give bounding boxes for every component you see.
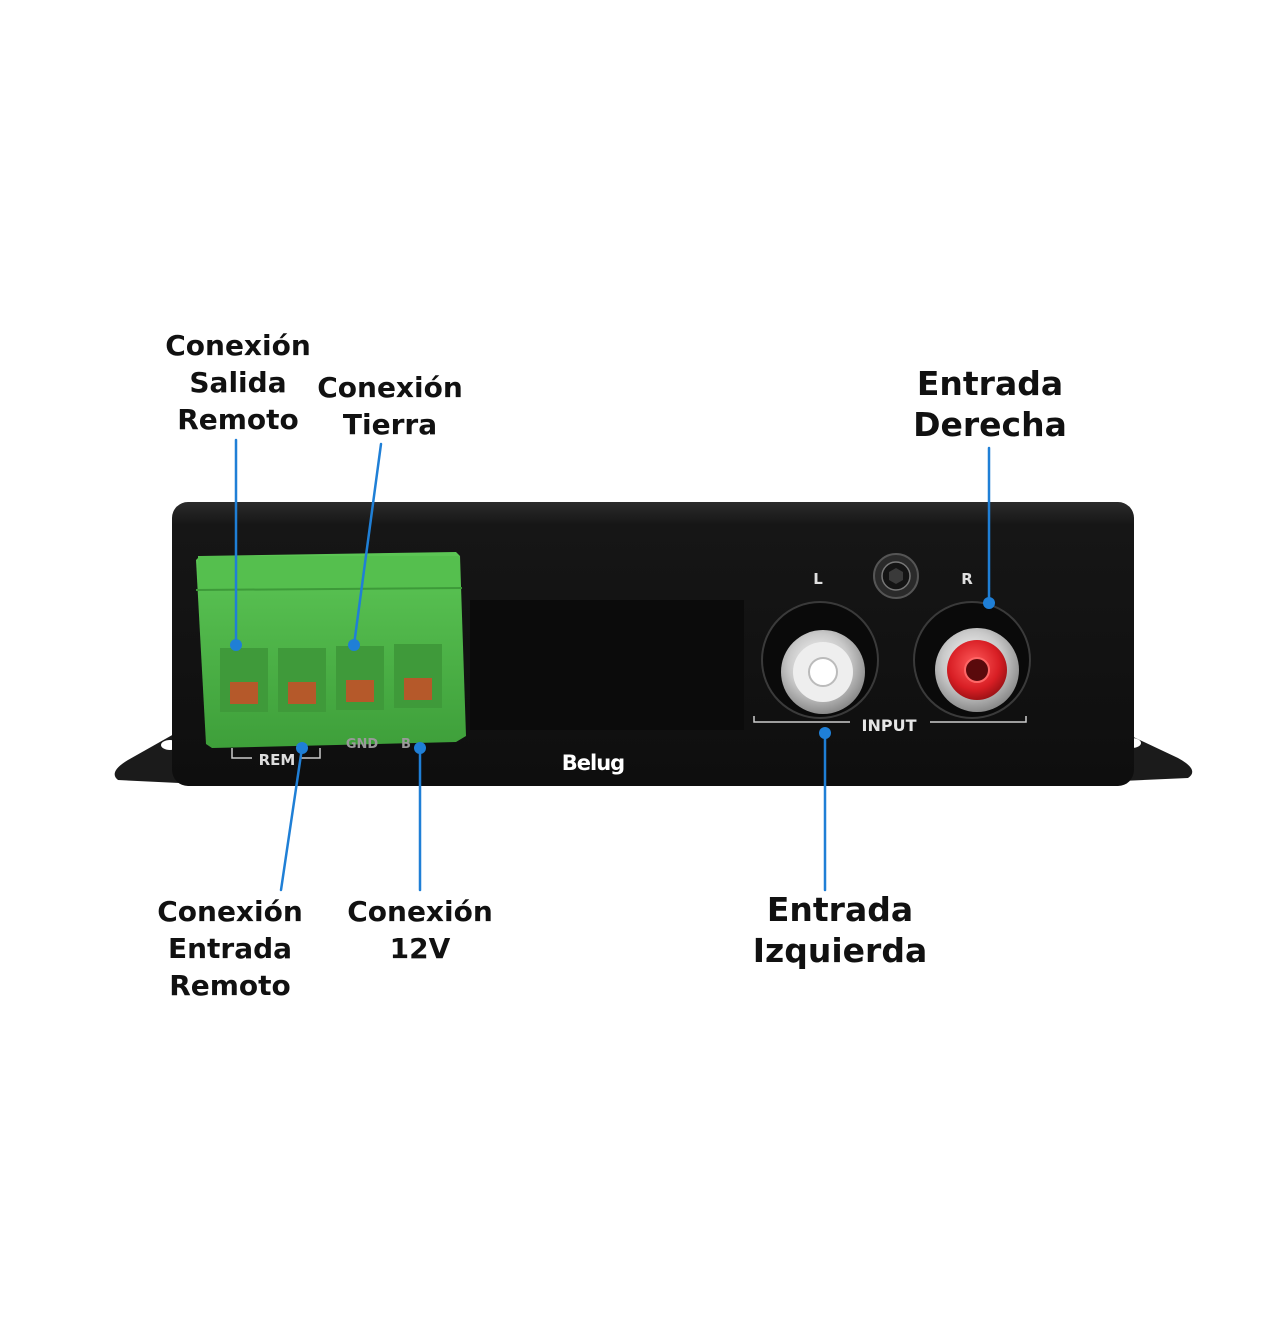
callout-dot-entrada-remoto <box>296 742 308 754</box>
callout-line-entrada-remoto <box>279 746 304 892</box>
callout-entrada-remoto-line-1: Conexión <box>157 895 303 928</box>
callout-entrada-remoto: Conexión Entrada Remoto <box>144 893 316 1004</box>
terminal-slot-2[interactable] <box>278 648 326 712</box>
callout-dot-entrada-izquierda <box>819 727 831 739</box>
callout-salida-remoto-line-2: Salida <box>189 366 287 399</box>
callout-salida-remoto-line-1: Conexión <box>165 329 311 362</box>
input-bracket <box>753 716 1027 723</box>
callout-entrada-izquierda-line-1: Entrada <box>766 890 914 929</box>
callout-entrada-derecha: Entrada Derecha <box>900 363 1080 445</box>
callout-dot-entrada-derecha <box>983 597 995 609</box>
callout-entrada-derecha-line-1: Entrada <box>916 364 1064 403</box>
callout-tierra-line-1: Conexión <box>317 371 463 404</box>
callout-entrada-izquierda: Entrada Izquierda <box>740 889 940 971</box>
left-rca-jack[interactable] <box>761 601 879 719</box>
terminal-gnd-label: GND <box>346 737 379 752</box>
terminal-block <box>195 552 466 748</box>
callout-entrada-remoto-line-3: Remoto <box>169 969 291 1002</box>
callout-tierra-line-2: Tierra <box>342 408 438 441</box>
callout-salida-remoto-line-3: Remoto <box>177 403 299 436</box>
callout-salida-remoto: Conexión Salida Remoto <box>152 327 324 438</box>
jack-left-label: L <box>813 570 823 588</box>
callout-12v: Conexión 12V <box>334 893 506 967</box>
terminal-slot-3[interactable] <box>336 646 384 710</box>
callout-dot-12v <box>414 742 426 754</box>
rem-bracket <box>231 748 321 759</box>
callout-tierra: Conexión Tierra <box>304 369 476 443</box>
terminal-b-label: B <box>401 737 411 752</box>
callout-entrada-remoto-line-2: Entrada <box>167 932 293 965</box>
right-rca-jack[interactable] <box>913 601 1031 719</box>
callout-entrada-derecha-line-2: Derecha <box>913 405 1067 444</box>
terminal-slot-1[interactable] <box>220 648 268 712</box>
jack-right-label: R <box>961 570 973 588</box>
callout-dot-salida-remoto <box>230 639 242 651</box>
display-area <box>470 600 744 730</box>
terminal-slot-4[interactable] <box>394 644 442 708</box>
brand-logo: Belug <box>562 751 624 775</box>
callout-12v-line-2: 12V <box>389 932 451 965</box>
callout-entrada-izquierda-line-2: Izquierda <box>752 931 928 970</box>
input-label: INPUT <box>862 716 917 735</box>
callout-line-tierra <box>352 442 383 647</box>
callout-12v-line-1: Conexión <box>347 895 493 928</box>
terminal-rem-label: REM <box>259 751 296 769</box>
screw-icon <box>873 553 919 599</box>
callout-dot-tierra <box>348 639 360 651</box>
